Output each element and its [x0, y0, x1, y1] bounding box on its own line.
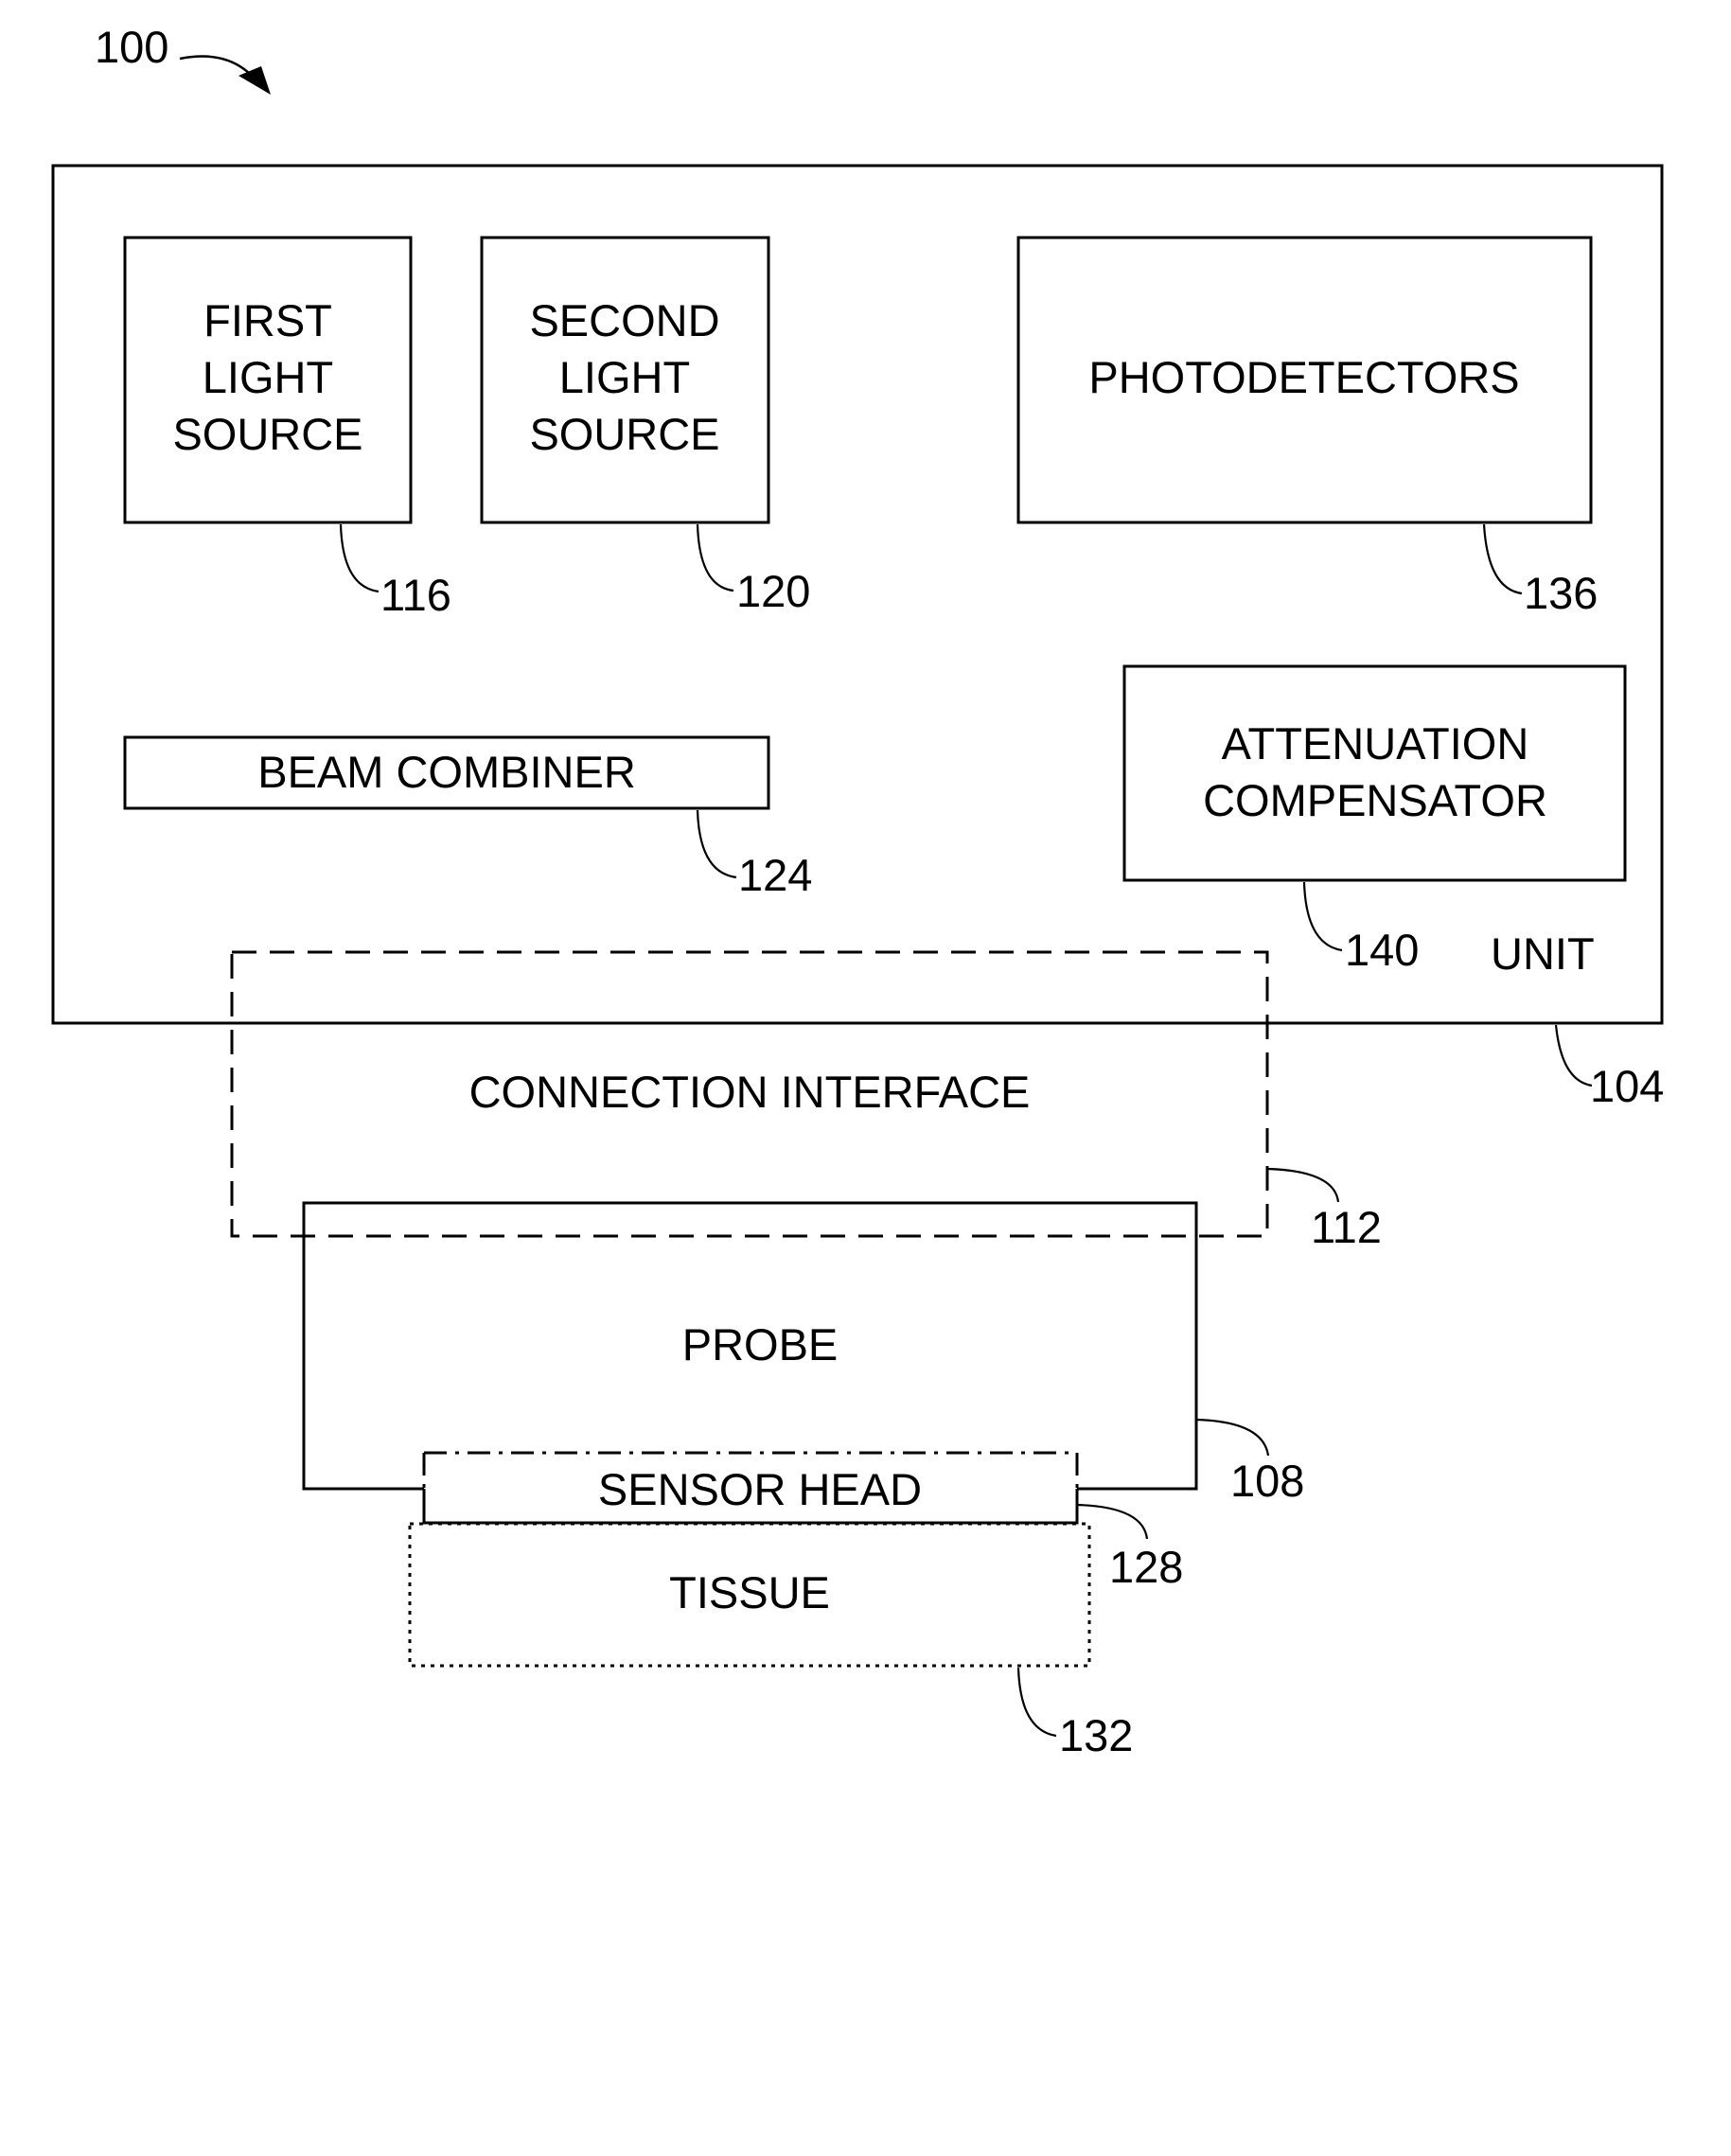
- sensor-head-label: SENSOR HEAD: [598, 1464, 922, 1514]
- first-light-source-line-1: FIRST: [203, 295, 332, 345]
- beam-combiner-label: BEAM COMBINER: [257, 747, 636, 797]
- tissue-leader: [1018, 1668, 1056, 1736]
- second-light-source-block: SECOND LIGHT SOURCE 120: [482, 238, 810, 616]
- figure-ref-arrowhead: [238, 66, 271, 95]
- beam-combiner-leader: [698, 810, 736, 877]
- tissue-ref: 132: [1059, 1710, 1133, 1760]
- first-light-source-line-2: LIGHT: [203, 352, 333, 402]
- unit-ref: 104: [1590, 1061, 1664, 1111]
- beam-combiner-ref: 124: [738, 850, 812, 900]
- photodetectors-block: PHOTODETECTORS 136: [1018, 238, 1598, 618]
- figure-ref-label: 100: [95, 22, 168, 72]
- second-light-source-line-3: SOURCE: [529, 409, 719, 459]
- connection-interface-ref: 112: [1311, 1202, 1382, 1252]
- unit-leader: [1556, 1025, 1592, 1086]
- attenuation-compensator-line-2: COMPENSATOR: [1203, 775, 1547, 825]
- probe-ref: 108: [1230, 1456, 1304, 1506]
- photodetectors-ref: 136: [1524, 568, 1598, 618]
- attenuation-compensator-line-1: ATTENUATION: [1222, 718, 1529, 769]
- sensor-head-leader: [1077, 1505, 1147, 1539]
- probe-label: PROBE: [682, 1319, 839, 1370]
- first-light-source-ref: 116: [380, 570, 451, 620]
- photodetectors-label: PHOTODETECTORS: [1088, 352, 1519, 402]
- second-light-source-ref: 120: [736, 566, 810, 616]
- connection-interface-leader: [1267, 1169, 1338, 1202]
- connection-interface-label: CONNECTION INTERFACE: [469, 1067, 1031, 1117]
- sensor-head-ref: 128: [1109, 1542, 1183, 1592]
- tissue-block: TISSUE 132: [410, 1524, 1133, 1760]
- beam-combiner-block: BEAM COMBINER 124: [125, 737, 812, 900]
- first-light-source-leader: [341, 524, 379, 592]
- first-light-source-block: FIRST LIGHT SOURCE 116: [125, 238, 451, 620]
- second-light-source-line-1: SECOND: [529, 295, 719, 345]
- first-light-source-line-3: SOURCE: [172, 409, 362, 459]
- unit-label: UNIT: [1491, 928, 1595, 979]
- tissue-label: TISSUE: [669, 1567, 830, 1617]
- figure-ref-100: 100: [95, 22, 271, 95]
- second-light-source-line-2: LIGHT: [559, 352, 690, 402]
- attenuation-compensator-box: [1124, 666, 1625, 880]
- attenuation-compensator-leader: [1304, 882, 1342, 950]
- unit-box: [53, 166, 1662, 1023]
- connection-interface-block: CONNECTION INTERFACE 112: [232, 952, 1382, 1252]
- photodetectors-leader: [1484, 524, 1522, 593]
- second-light-source-leader: [698, 524, 733, 591]
- probe-leader: [1196, 1420, 1268, 1456]
- attenuation-compensator-ref: 140: [1345, 925, 1419, 975]
